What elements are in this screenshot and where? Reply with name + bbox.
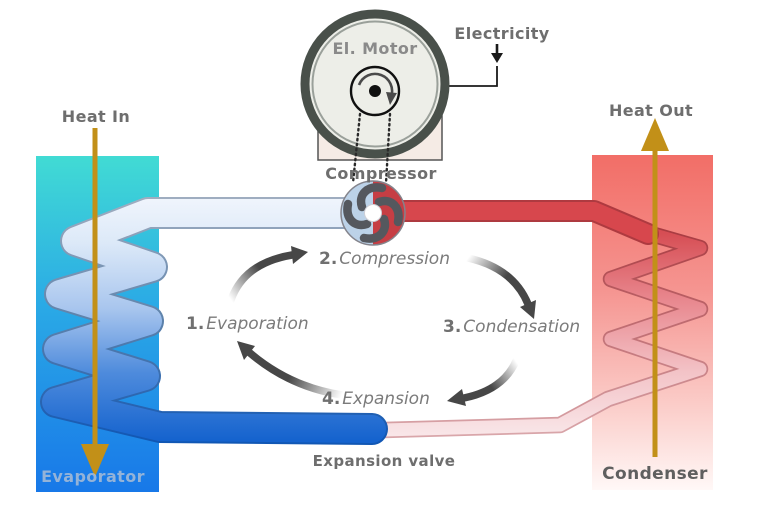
cycle-arrow-3-to-4 xyxy=(447,357,520,406)
cycle-step-1-evaporation: 1.Evaporation xyxy=(186,314,309,334)
condenser-coil xyxy=(375,223,709,439)
condenser-label: Condenser xyxy=(602,464,708,484)
electricity-arrow-icon xyxy=(491,44,503,63)
cycle-step-3-condensation: 3.Condensation xyxy=(443,317,581,337)
evaporator-coil xyxy=(40,197,388,445)
motor-pulley-icon xyxy=(349,65,401,117)
electricity-wire xyxy=(448,66,498,87)
cycle-arrow-4-to-1 xyxy=(237,341,346,399)
heat-out-arrow xyxy=(641,118,669,457)
heat-in-label: Heat In xyxy=(61,107,131,126)
heat-in-arrow xyxy=(81,128,109,477)
discharge-pipe xyxy=(391,200,659,245)
compressor-wheel-icon xyxy=(340,180,406,246)
cycle-step-4-expansion: 4.Expansion xyxy=(322,389,430,409)
belt-lines xyxy=(351,112,392,185)
electricity-label: Electricity xyxy=(454,24,550,43)
cycle-arrow-2-to-3 xyxy=(464,254,536,319)
evaporator-label: Evaporator xyxy=(41,467,145,486)
heat-out-label: Heat Out xyxy=(608,101,694,120)
cycle-arrow-1-to-2 xyxy=(227,246,308,304)
expansion-valve-label: Expansion valve xyxy=(312,452,456,470)
motor-label: El. Motor xyxy=(332,39,418,58)
compressor-label: Compressor xyxy=(325,164,437,183)
cycle-step-2-compression: 2.Compression xyxy=(319,249,450,269)
